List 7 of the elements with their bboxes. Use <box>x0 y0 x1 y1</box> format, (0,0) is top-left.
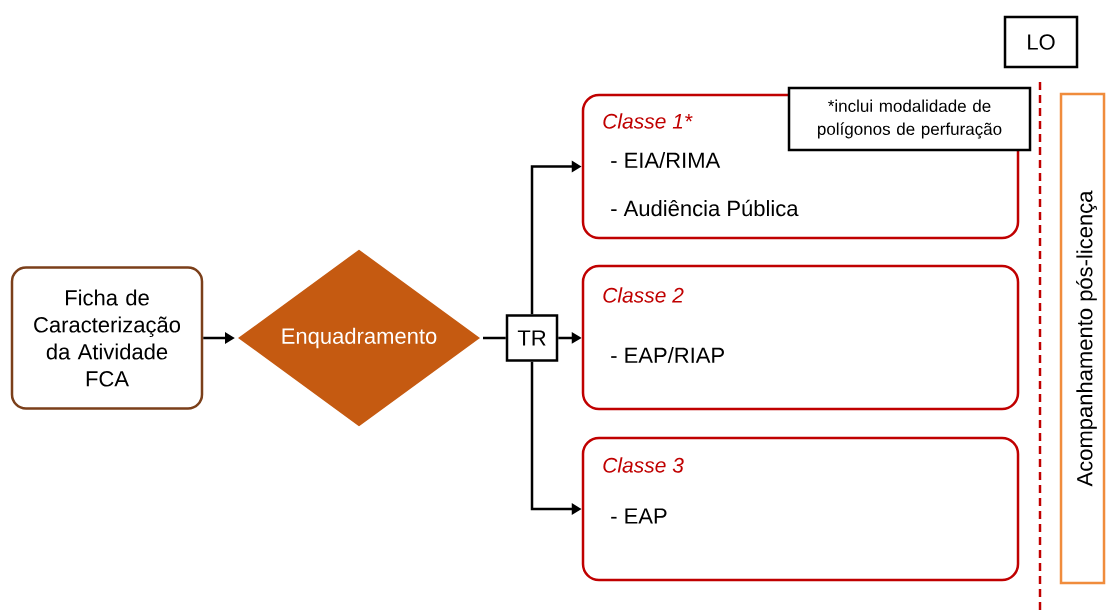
class-box: Classe 2 - EAP/RIAP <box>581 264 1020 411</box>
vertical-band: Acompanhamento pós-licença <box>1059 92 1106 585</box>
class-box: Classe 3 - EAP <box>581 436 1020 582</box>
note-box: *inclui modalidade de polígonos de perfuração <box>787 86 1032 152</box>
label-box: LO <box>1003 15 1079 69</box>
process-box: Ficha de Caracterização da Atividade FCA <box>10 266 204 410</box>
label-box: TR <box>505 314 559 362</box>
